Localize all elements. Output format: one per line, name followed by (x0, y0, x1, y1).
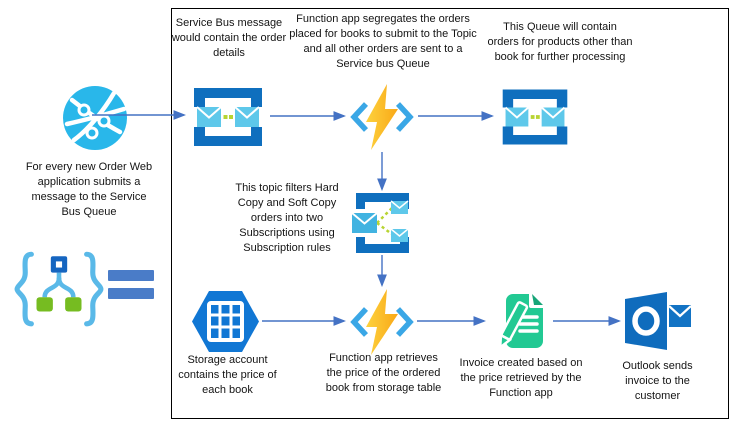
web-app-label: For every new Order Web application subm… (25, 161, 153, 218)
globe-icon (59, 82, 131, 154)
invoice-icon (489, 291, 551, 353)
segregate-function-label: Function app segregates the orders place… (289, 13, 477, 70)
outlook-label: Outlook sends invoice to the customer (622, 360, 693, 402)
service-bus-queue-icon (188, 88, 268, 146)
service-bus-queue-icon (497, 89, 573, 145)
other-orders-queue-label: This Queue will contain orders for produ… (487, 21, 633, 63)
inbound-queue-label: Service Bus message would contain the or… (171, 17, 287, 59)
storage-account-icon (192, 291, 259, 352)
diagram-border-box (171, 8, 729, 419)
storage-account-label: Storage account contains the price of ea… (178, 354, 277, 396)
json-tree-icon (14, 249, 104, 327)
service-bus-topic-icon (351, 193, 414, 253)
equals-icon (108, 267, 154, 303)
price-function-label: Function app retrieves the price of the … (325, 352, 442, 394)
invoice-label: Invoice created based on the price retri… (459, 357, 583, 399)
topic-label: This topic filters Hard Copy and Soft Co… (235, 182, 339, 254)
function-app-icon (349, 84, 415, 150)
outlook-icon (623, 291, 693, 351)
function-app-icon (349, 289, 415, 355)
